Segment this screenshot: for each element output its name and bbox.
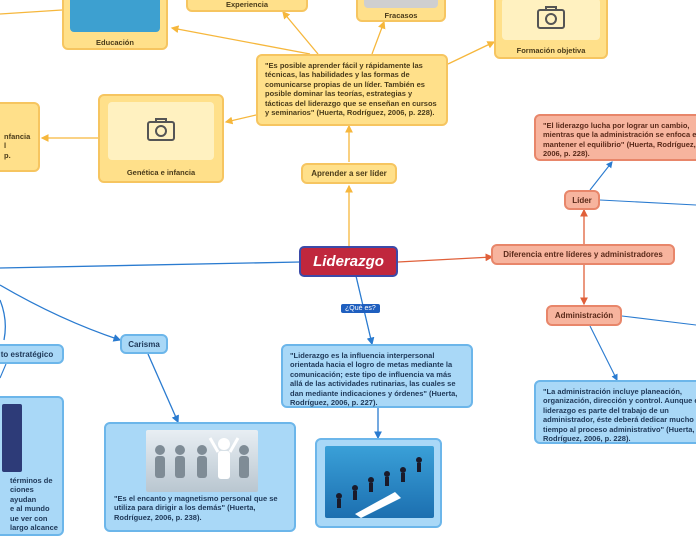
node-educacion[interactable]: Educación (62, 0, 168, 50)
quote-definicion[interactable]: "Liderazgo es la influencia interpersona… (281, 344, 473, 408)
camera-icon (147, 118, 175, 141)
node-fracasos[interactable]: Fracasos (356, 0, 446, 22)
quote-lider[interactable]: "El liderazgo lucha por lograr un cambio… (534, 114, 696, 161)
fracasos-image (364, 0, 438, 8)
carisma-image (146, 430, 258, 492)
topic-lider[interactable]: Líder (564, 190, 600, 210)
fracasos-label: Fracasos (384, 11, 418, 20)
topic-administracion[interactable]: Administración (546, 305, 622, 326)
educacion-label: Educación (96, 38, 134, 47)
node-experiencia[interactable]: Experiencia (186, 0, 308, 12)
carisma-quote: "Es el encanto y magnetismo personal que… (114, 494, 278, 522)
quote-aprender[interactable]: "Es posible aprender fácil y rápidamente… (256, 54, 448, 126)
education-image (70, 0, 160, 32)
topic-aprender[interactable]: Aprender a ser líder (301, 163, 397, 184)
central-topic[interactable]: Liderazgo (299, 246, 398, 277)
topic-carisma[interactable]: Carisma (120, 334, 168, 354)
formacion-label: Formación objetiva (516, 46, 586, 55)
pensamiento-image (2, 404, 22, 472)
genetica-label: Genética e infancia (126, 168, 196, 177)
camera-icon (537, 6, 565, 29)
climbing-figures (336, 457, 422, 518)
genetica-image-placeholder (108, 102, 214, 160)
node-formacion[interactable]: Formación objetiva (494, 0, 608, 59)
people-figures (155, 437, 249, 479)
node-genetica[interactable]: Genética e infancia (98, 94, 224, 183)
node-definicion-image[interactable] (315, 438, 442, 528)
relation-label-que-es: ¿Qué es? (341, 304, 380, 313)
quote-administracion[interactable]: "La administración incluye planeación, o… (534, 380, 696, 444)
experiencia-label: Experiencia (225, 0, 269, 9)
leadership-image (325, 446, 434, 518)
genetica-sub-fragment[interactable]: nfancia l p. (0, 102, 40, 172)
node-carisma-detail[interactable]: "Es el encanto y magnetismo personal que… (104, 422, 296, 532)
formacion-image-placeholder (502, 0, 600, 40)
pensamiento-fragment: términos de ciones ayudan e al mundo ue … (10, 476, 58, 533)
topic-pensamiento-estrategico[interactable]: to estratégico (0, 344, 64, 364)
topic-diferencia[interactable]: Diferencia entre líderes y administrador… (491, 244, 675, 265)
node-pensamiento-detail[interactable]: términos de ciones ayudan e al mundo ue … (0, 396, 64, 536)
